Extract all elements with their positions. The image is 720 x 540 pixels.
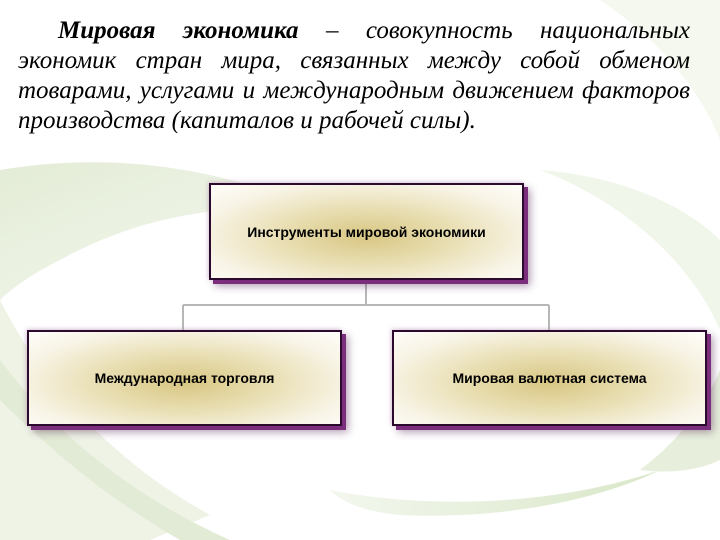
definition-paragraph: Мировая экономика – совокупность национа…: [18, 16, 690, 136]
definition-term: Мировая экономика: [58, 17, 299, 44]
root-node-box: Инструменты мировой экономики: [209, 183, 524, 280]
root-node-label: Инструменты мировой экономики: [247, 223, 486, 240]
child-node-label-trade: Международная торговля: [94, 370, 275, 386]
child-node-box-currency: Мировая валютная система: [392, 330, 707, 426]
child-node-label-currency: Мировая валютная система: [452, 370, 647, 386]
child-node-box-trade: Международная торговля: [27, 330, 342, 426]
definition-text: – совокупность национальных экономик стр…: [18, 17, 690, 134]
